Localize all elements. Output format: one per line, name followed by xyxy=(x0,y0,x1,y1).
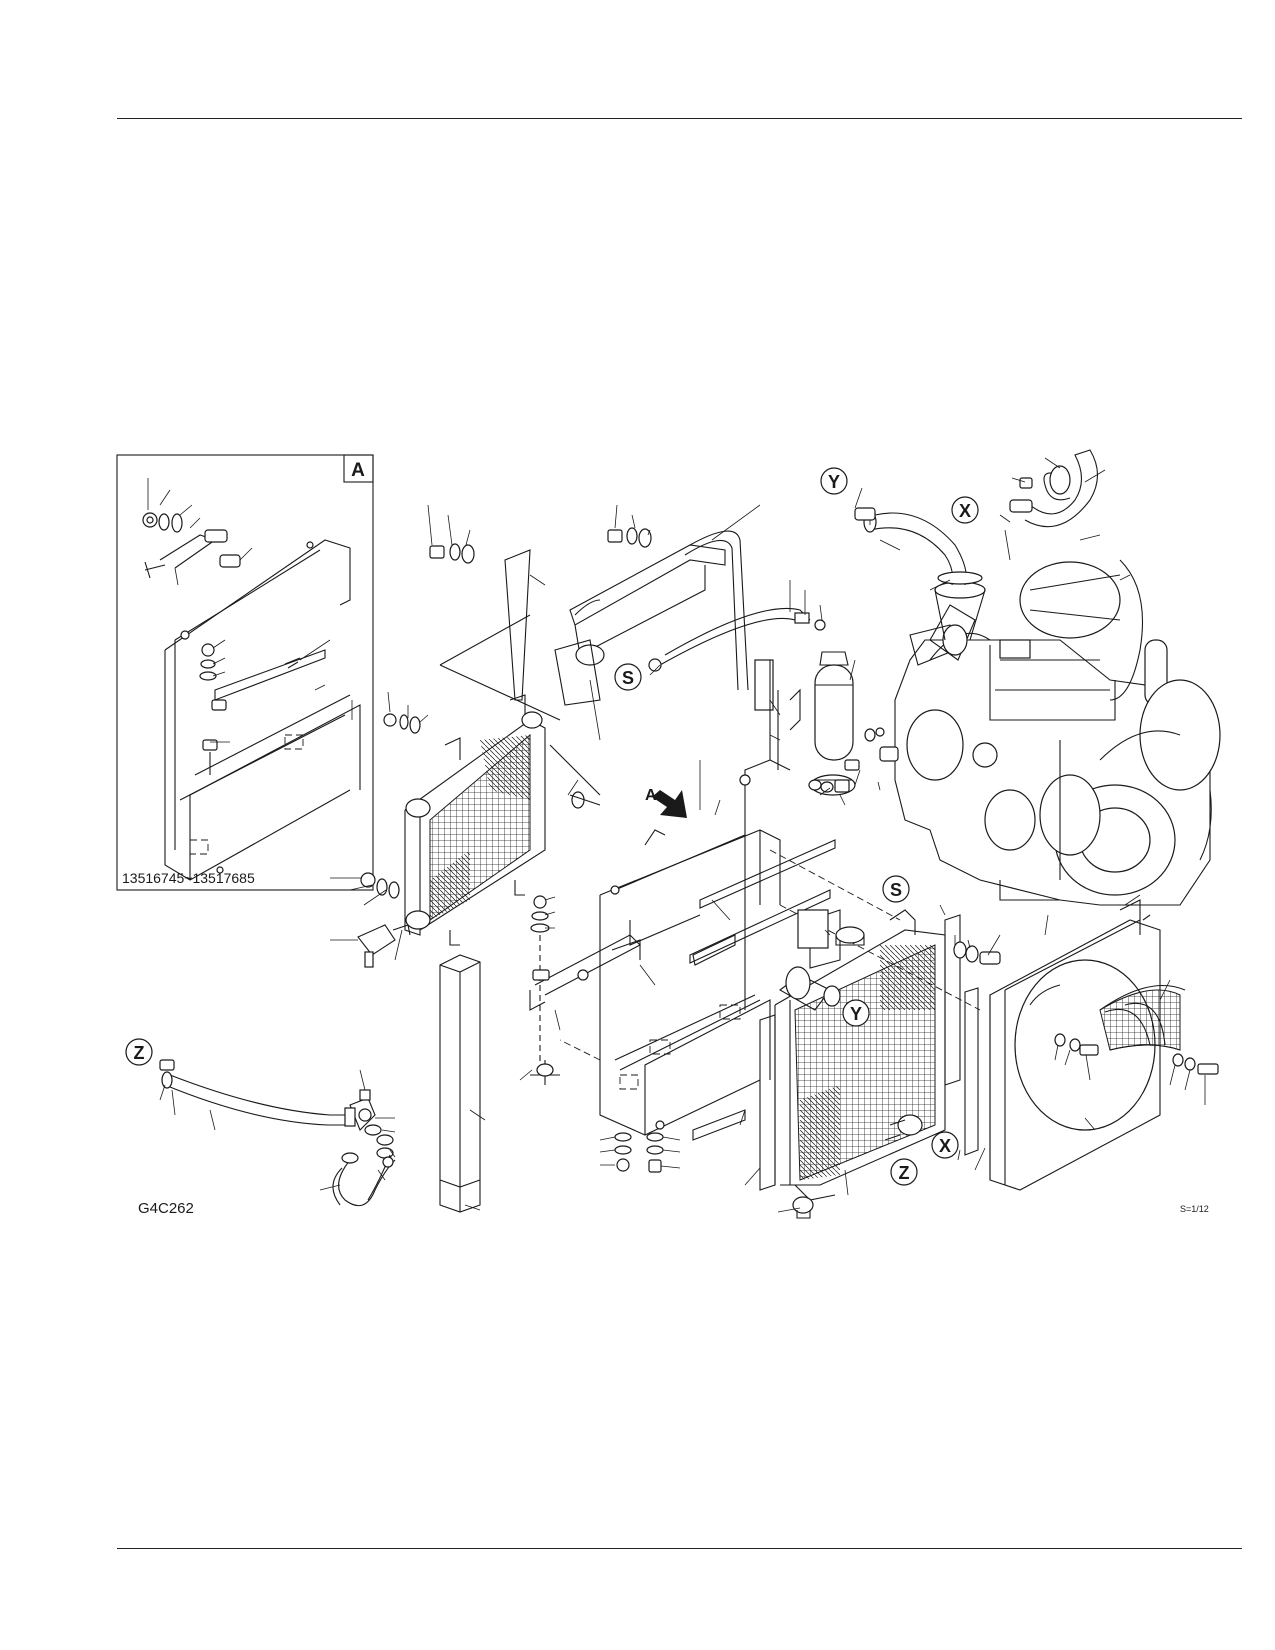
callout-x-bottom: X xyxy=(931,1131,959,1159)
callout-z-left: Z xyxy=(125,1038,153,1066)
header-rule xyxy=(117,118,1242,119)
view-arrow-a: A xyxy=(645,787,687,818)
callout-x-label: X xyxy=(939,1136,951,1156)
fan-shroud xyxy=(989,899,1219,1191)
engine-assembly xyxy=(894,559,1221,906)
scale-note: S=1/12 xyxy=(1180,1204,1209,1214)
inset-fasteners xyxy=(142,512,301,775)
seal-strips xyxy=(439,889,979,1213)
center-support-frame xyxy=(529,759,981,1136)
callout-y-label: Y xyxy=(850,1004,862,1024)
view-arrow-label: A xyxy=(645,787,657,804)
inset-leader-lines xyxy=(147,478,353,743)
drain-hose-assembly xyxy=(159,1059,396,1207)
callout-z-label: Z xyxy=(134,1043,145,1063)
inset-view-label: A xyxy=(351,460,365,481)
callout-z-label: Z xyxy=(899,1163,910,1183)
callout-y-bottom: Y xyxy=(842,999,870,1027)
callout-z-bottom: Z xyxy=(890,1158,918,1186)
callout-y-label: Y xyxy=(828,472,840,492)
upper-bracket-and-lines xyxy=(554,530,899,796)
oil-cooler xyxy=(404,694,546,946)
leader-lines xyxy=(159,457,1206,1213)
callout-s-label: S xyxy=(890,880,902,900)
callout-x-top: X xyxy=(951,496,979,524)
main-radiator xyxy=(774,909,946,1219)
figure-code: G4C262 xyxy=(138,1200,194,1217)
callout-s-right: S xyxy=(882,875,910,903)
inset-frame-assembly xyxy=(164,539,361,881)
callout-y-top: Y xyxy=(820,467,848,495)
callout-s-top: S xyxy=(614,663,642,691)
inset-view-a: A 13516745~13517685 xyxy=(116,454,374,891)
callout-x-label: X xyxy=(959,501,971,521)
inset-serial-range: 13516745~13517685 xyxy=(122,870,255,886)
lower-fastener-stack xyxy=(614,1132,664,1173)
footer-rule xyxy=(117,1548,1242,1549)
callout-s-label: S xyxy=(622,668,634,688)
upper-fasteners xyxy=(383,527,652,734)
radiator-fasteners xyxy=(808,759,1001,965)
